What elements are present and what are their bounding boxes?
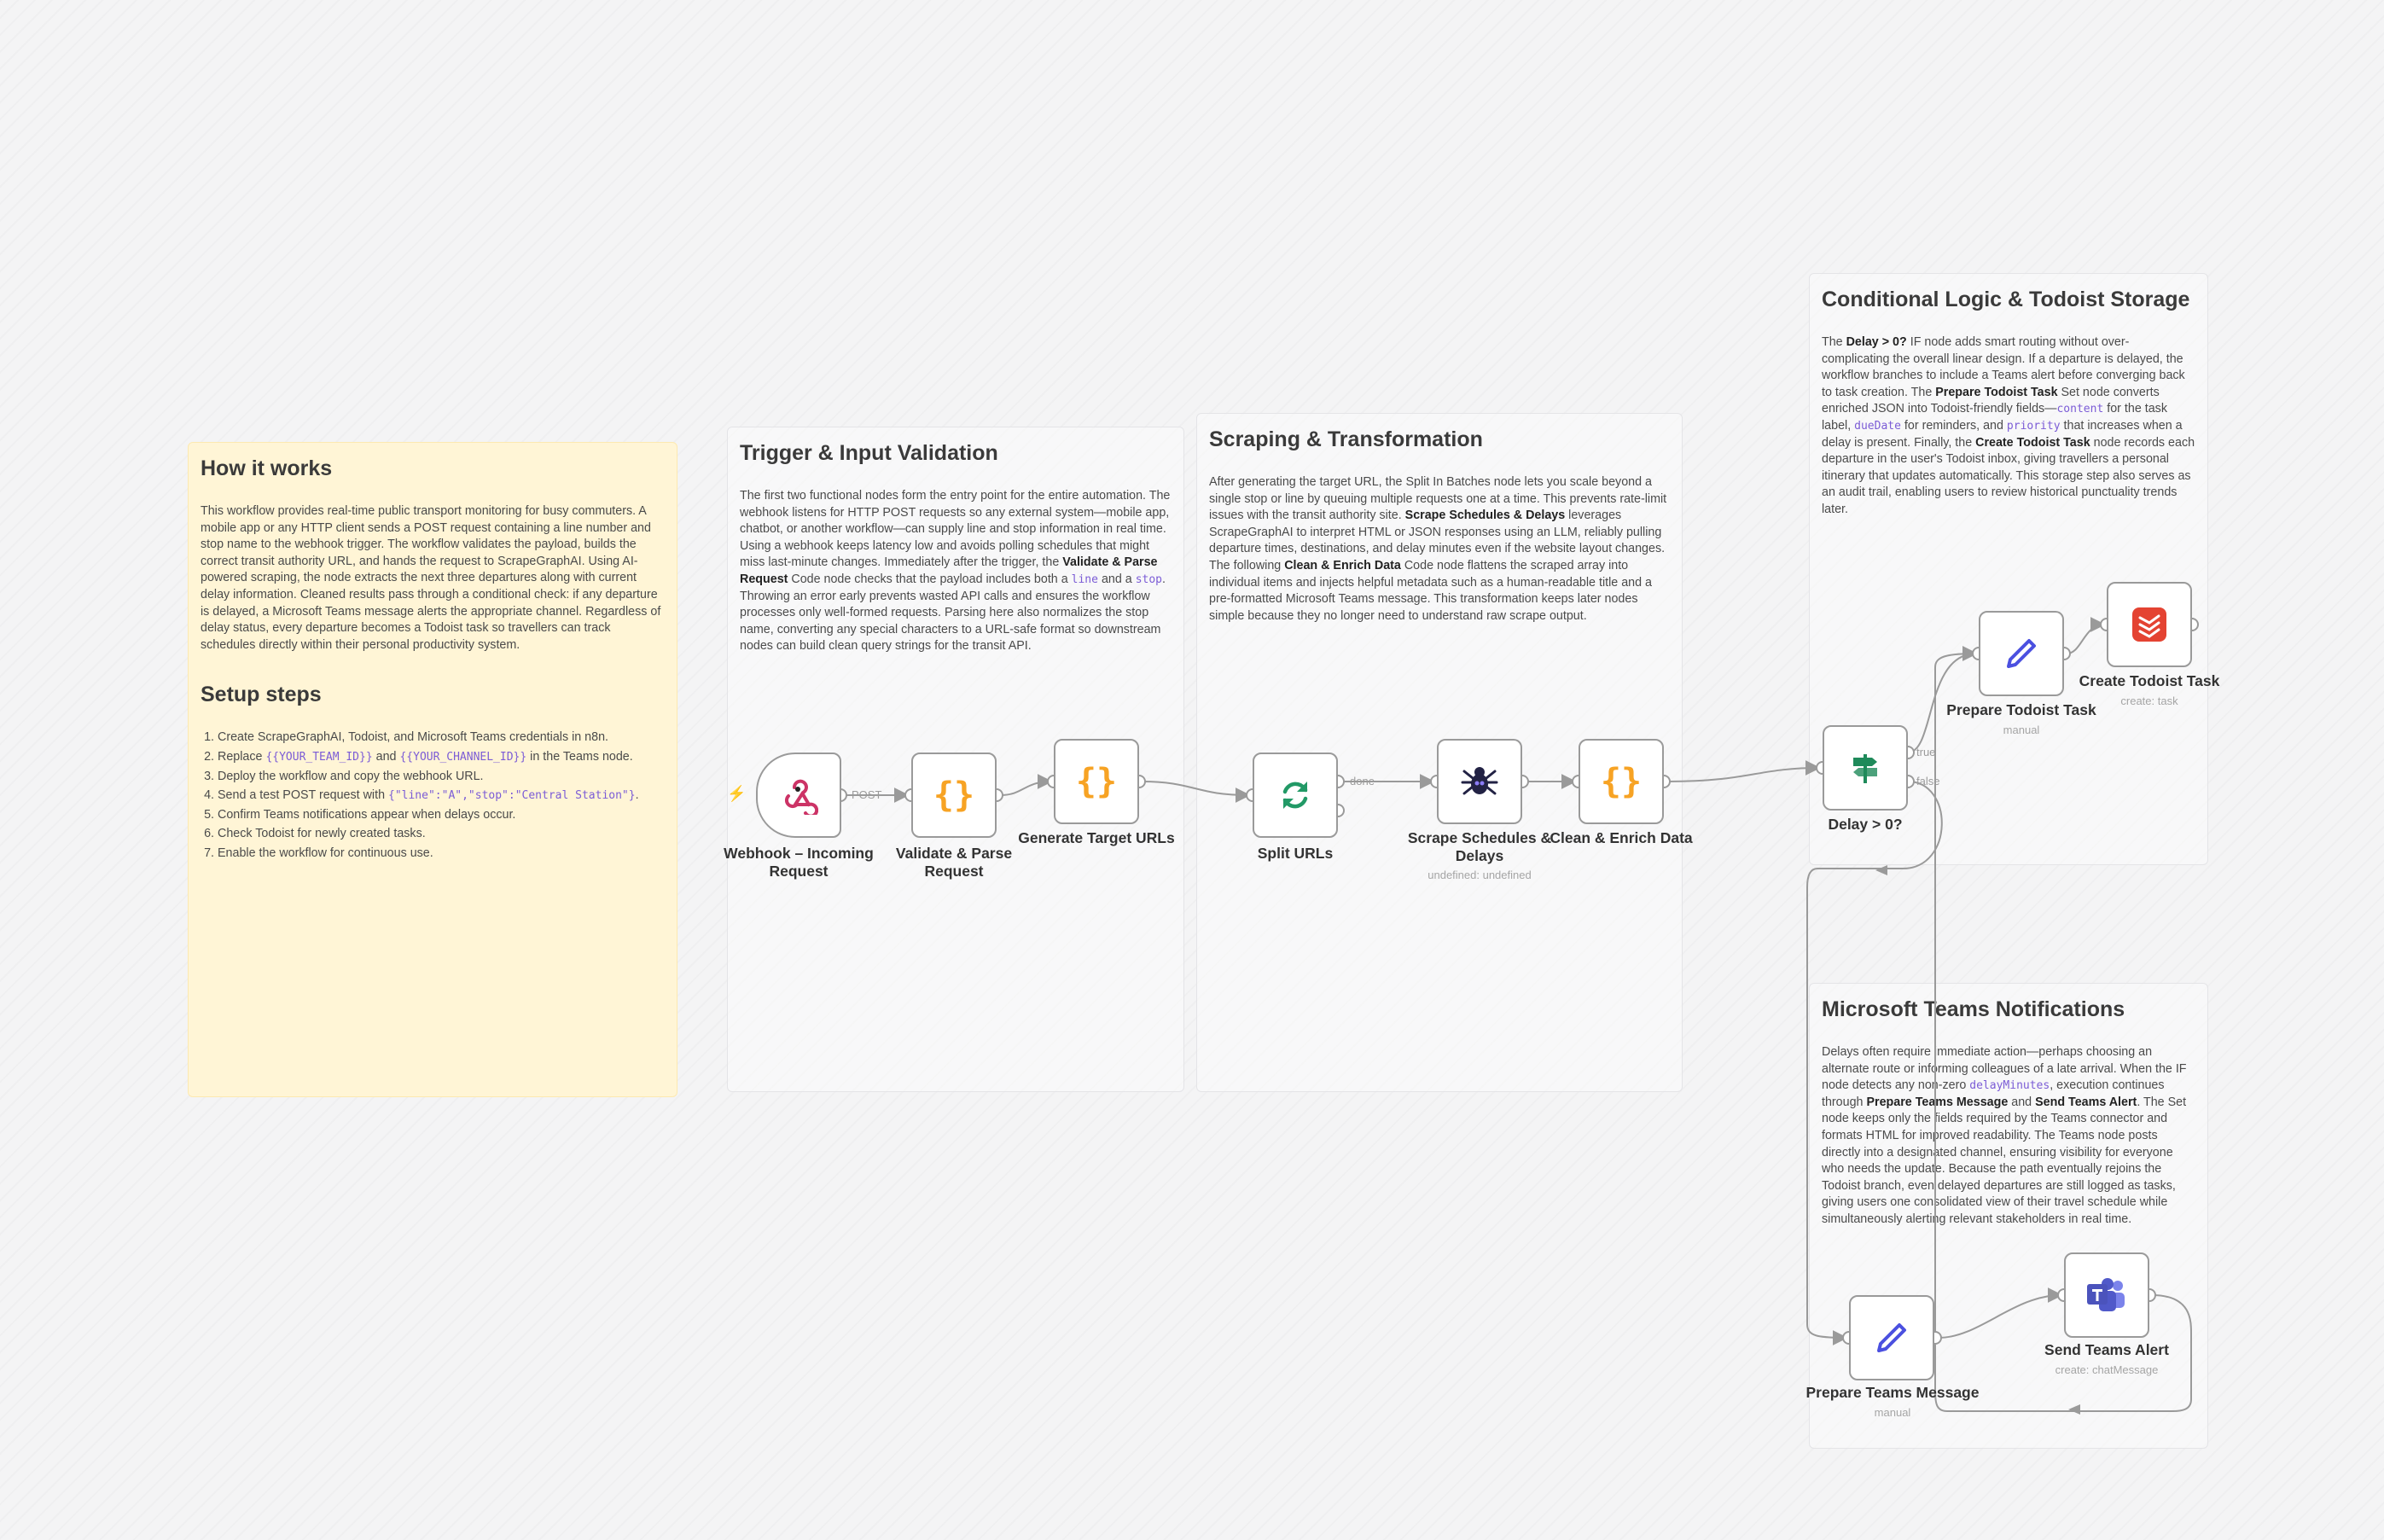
setup-step: Create ScrapeGraphAI, Todoist, and Micro… [218, 729, 665, 747]
setup-step: Enable the workflow for continuous use. [218, 846, 665, 863]
node-label: Create Todoist Task [2079, 672, 2220, 689]
pencil-icon [1877, 1323, 1906, 1352]
node-prepare-teams[interactable] [1849, 1295, 1934, 1380]
node-label: Scrape Schedules & Delays [1407, 829, 1552, 864]
node-create-todoist[interactable] [2107, 582, 2192, 667]
node-validate-parse[interactable]: {} [911, 753, 997, 838]
code-braces-icon: {} [1600, 762, 1643, 801]
edge-label-false: false [1916, 775, 1940, 787]
node-split-urls[interactable] [1253, 753, 1338, 838]
note-title: Conditional Logic & Todoist Storage [1822, 288, 2190, 311]
note-body: The Delay > 0? IF node adds smart routin… [1822, 335, 2195, 516]
node-label: Send Teams Alert [2044, 1341, 2169, 1358]
node-prepare-todoist[interactable] [1979, 611, 2064, 696]
node-send-teams[interactable] [2064, 1252, 2149, 1338]
todoist-icon [2132, 607, 2166, 642]
trigger-bolt-icon: ⚡ [727, 785, 747, 802]
note-body: Delays often require immediate action—pe… [1822, 1045, 2187, 1226]
node-clean-enrich[interactable]: {} [1579, 739, 1664, 824]
setup-title: Setup steps [201, 683, 322, 707]
setup-step: Deploy the workflow and copy the webhook… [218, 769, 665, 786]
node-label: Prepare Teams Message [1805, 1384, 1980, 1401]
connection-prep-teams-send [1938, 1287, 2063, 1339]
note-body: After generating the target URL, the Spl… [1209, 475, 1667, 623]
teams-icon [2087, 1278, 2125, 1311]
connection-validate-generate [999, 774, 1053, 796]
connection-delay-false-prep-teams [1806, 781, 1943, 1345]
node-label: Validate & Parse Request [895, 845, 1013, 880]
pencil-icon [2007, 639, 2036, 668]
node-delay-if[interactable] [1823, 725, 1908, 811]
code-braces-icon: {} [933, 776, 975, 815]
node-label: Webhook – Incoming Request [724, 845, 874, 880]
edge-label-done: done [1350, 775, 1375, 787]
node-generate-urls[interactable]: {} [1054, 739, 1139, 824]
setup-steps-list: Create ScrapeGraphAI, Todoist, and Micro… [201, 729, 665, 862]
edge-label-post: POST [852, 788, 882, 801]
note-title: Microsoft Teams Notifications [1822, 997, 2125, 1021]
node-label: Clean & Enrich Data [1550, 829, 1693, 846]
node-label: Prepare Todoist Task [1946, 701, 2096, 718]
note-title: Trigger & Input Validation [740, 441, 998, 465]
setup-step: Send a test POST request with {"line":"A… [218, 787, 665, 805]
setup-step: Confirm Teams notifications appear when … [218, 807, 665, 824]
node-sublabel: undefined: undefined [1427, 869, 1532, 881]
node-sublabel: create: task [2120, 694, 2178, 707]
setup-step: Replace {{YOUR_TEAM_ID}} and {{YOUR_CHAN… [218, 749, 665, 766]
setup-step: Check Todoist for newly created tasks. [218, 826, 665, 843]
connection-send-teams-prep-todoist [1934, 646, 2193, 1412]
node-webhook[interactable] [756, 753, 841, 838]
node-label: Generate Target URLs [1018, 829, 1175, 846]
edge-label-true: true [1916, 746, 1936, 758]
signpost-icon [1853, 754, 1877, 783]
note-body: This workflow provides real-time public … [201, 504, 661, 652]
note-body: The first two functional nodes form the … [740, 489, 1171, 654]
node-label: Split URLs [1257, 845, 1334, 862]
node-sublabel: create: chatMessage [2055, 1363, 2159, 1376]
refresh-icon [1282, 782, 1308, 809]
node-sublabel: manual [1874, 1406, 1911, 1419]
node-sublabel: manual [2003, 724, 2040, 736]
node-scrape-schedules[interactable] [1437, 739, 1522, 824]
node-label: Delay > 0? [1828, 816, 1903, 833]
note-title: Scraping & Transformation [1209, 427, 1483, 451]
code-braces-icon: {} [1075, 762, 1118, 801]
connection-generate-split [1141, 781, 1251, 803]
connection-clean-delay [1666, 760, 1821, 782]
sticky-note-how-it-works[interactable]: How it works This workflow provides real… [188, 442, 677, 1097]
spider-icon [1461, 767, 1498, 795]
connection-prep-todoist-create [2066, 617, 2106, 654]
connection-delay-true-prep-todoist [1907, 646, 1978, 753]
note-title: How it works [201, 456, 333, 480]
webhook-icon [784, 779, 818, 815]
